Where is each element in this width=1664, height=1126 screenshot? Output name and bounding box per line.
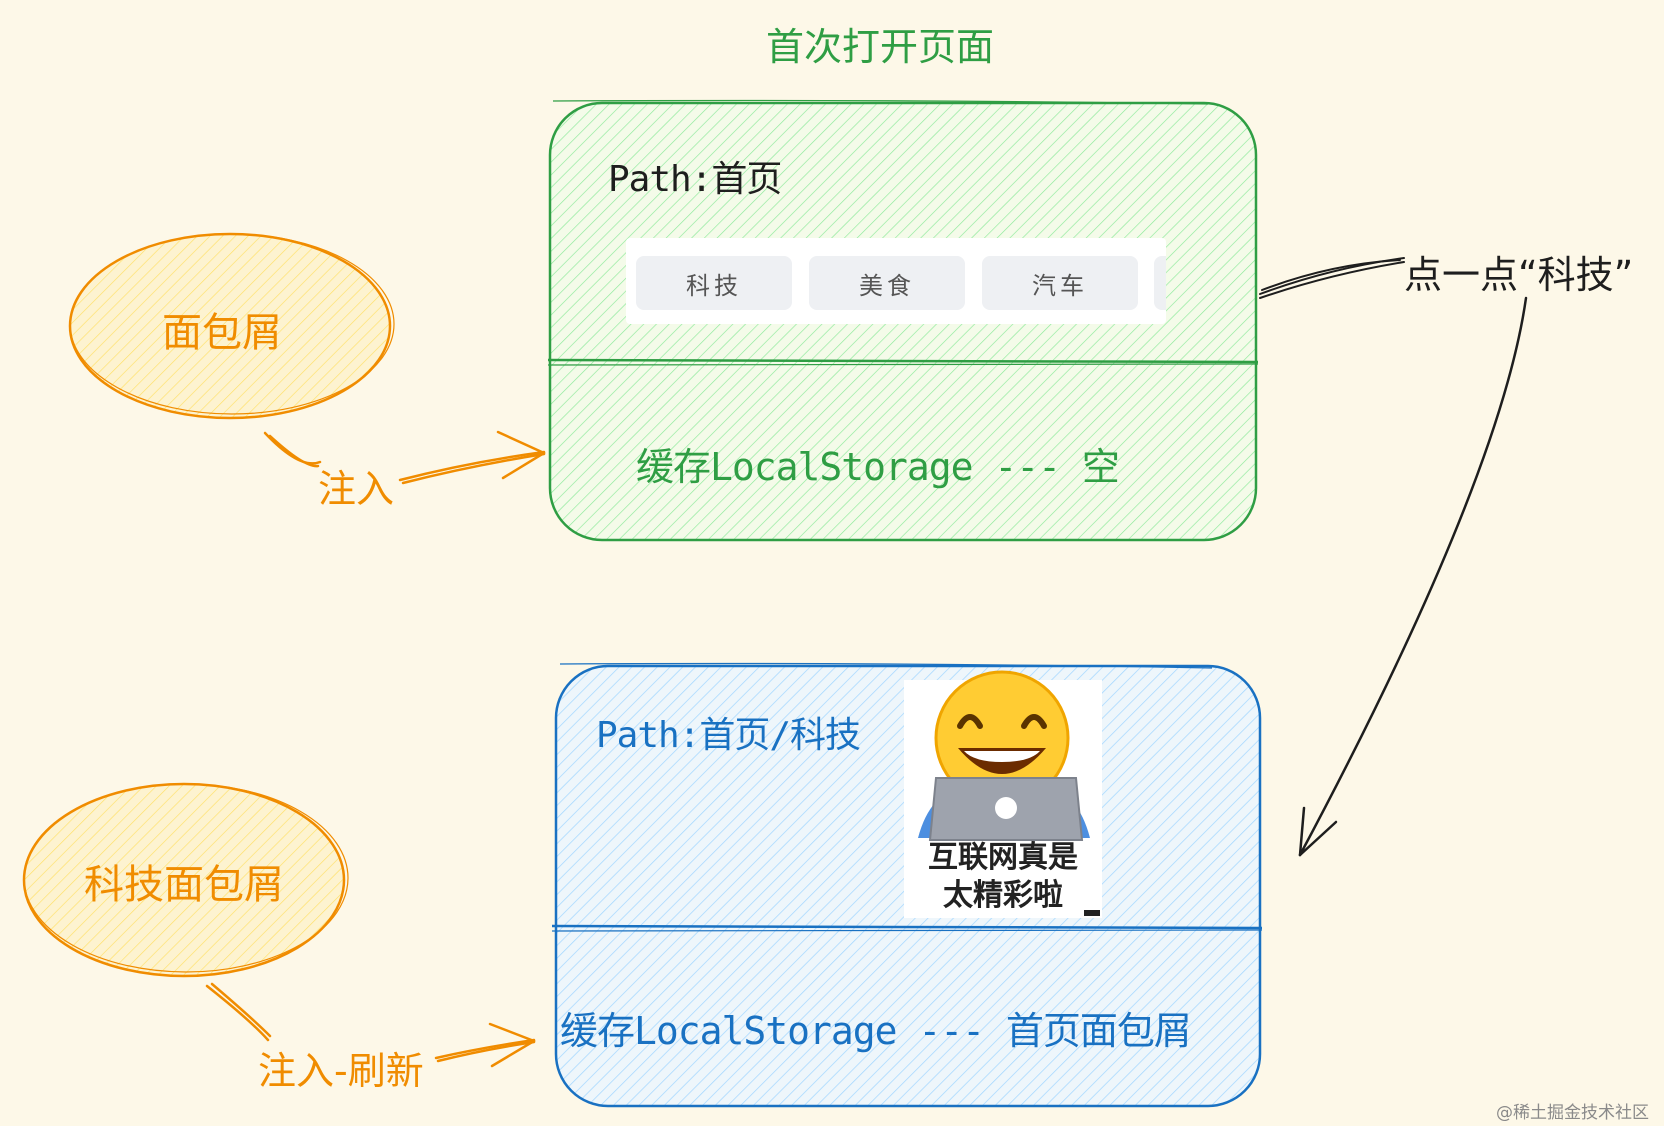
click-connector (1259, 257, 1405, 299)
navigate-arrow (1298, 296, 1528, 857)
inject-refresh-arrow (205, 982, 536, 1068)
meme-caption-line2: 太精彩啦 (943, 878, 1063, 913)
tab-car[interactable]: 汽车 (982, 256, 1138, 310)
bottom-box-divider (551, 924, 1263, 930)
meme-caption-line1: 互联网真是 (928, 840, 1078, 875)
tech-breadcrumb-bubble-label: 科技面包屑 (84, 862, 284, 908)
top-box-divider (547, 358, 1259, 364)
breadcrumb-bubble (68, 232, 395, 420)
breadcrumb-bubble-label: 面包屑 (162, 310, 282, 356)
inject-label: 注入 (318, 467, 395, 511)
tab-next-partial (1154, 256, 1166, 310)
top-path-label: Path:首页 (608, 159, 782, 200)
click-tech-annotation: 点一点“科技” (1404, 253, 1634, 297)
tab-tech[interactable]: 科技 (636, 256, 792, 310)
bottom-cache-label: 缓存LocalStorage --- 首页面包屑 (560, 1009, 1192, 1053)
watermark: @稀土掘金技术社区 (1496, 1103, 1649, 1123)
top-cache-label: 缓存LocalStorage --- 空 (636, 445, 1120, 489)
tech-breadcrumb-bubble (22, 782, 349, 978)
meme-caption-box: 互联网真是 太精彩啦 (904, 680, 1102, 918)
diagram-title: 首次打开页面 (766, 25, 995, 69)
inject-arrow (263, 430, 546, 485)
bottom-path-label: Path:首页/科技 (596, 715, 861, 756)
category-tab-bar: 科技 美食 汽车 (626, 238, 1166, 324)
meme-emoji-image (904, 670, 1102, 918)
inject-refresh-label: 注入-刷新 (258, 1049, 424, 1093)
tab-food[interactable]: 美食 (809, 256, 965, 310)
